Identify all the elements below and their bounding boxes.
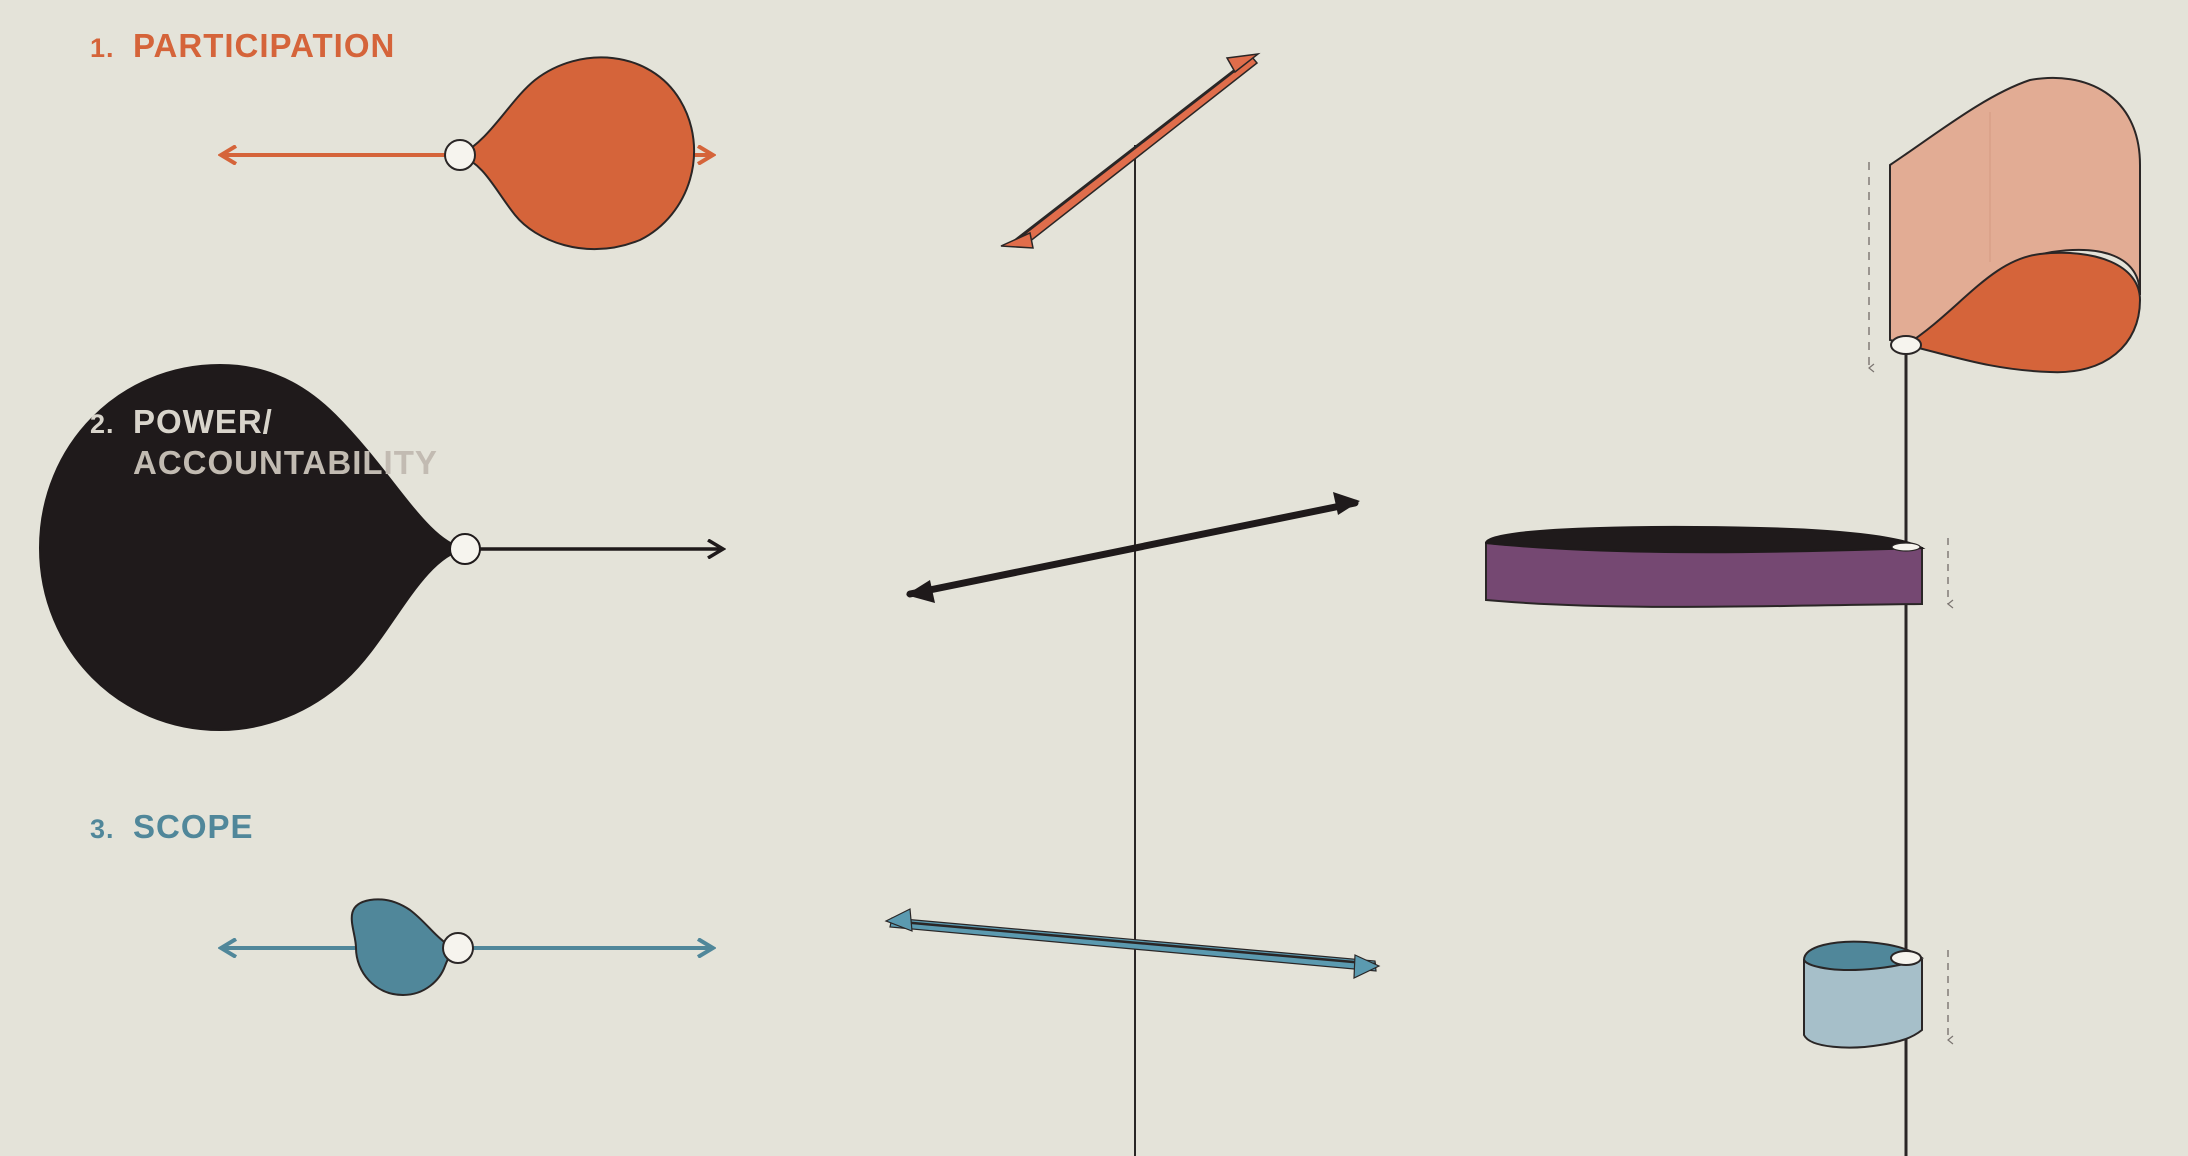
power-label: POWER/ (133, 403, 273, 440)
label-participation: 1. PARTICIPATION (90, 27, 395, 64)
participation-knob (444, 139, 476, 171)
power-cylinder-top (1484, 525, 1926, 554)
scope-knob (442, 932, 474, 964)
power-label-line2: ACCOUNTABILITY (133, 444, 438, 481)
participation-label: PARTICIPATION (133, 27, 395, 64)
power-number: 2. (90, 409, 115, 439)
scope-label: SCOPE (133, 808, 254, 845)
participation-rod (1000, 52, 1261, 249)
scope-number: 3. (90, 814, 115, 844)
label-power: 2. POWER/ ACCOUNTABILITY (90, 403, 438, 481)
power-cylinder (1484, 525, 1954, 609)
scope-symbol (222, 898, 712, 997)
participation-number: 1. (90, 33, 115, 63)
scope-rod (884, 908, 1381, 979)
power-symbol (38, 363, 722, 732)
power-rod (906, 492, 1360, 603)
participation-cylinder (1868, 76, 2142, 374)
power-teardrop (38, 363, 466, 732)
participation-cylinder-knob (1890, 335, 1922, 355)
participation-symbol (222, 56, 712, 251)
scope-teardrop (350, 898, 459, 997)
power-cylinder-knob (1891, 542, 1921, 552)
scope-cylinder-knob (1890, 950, 1922, 966)
scope-cylinder-body (1803, 959, 1923, 1049)
scope-cylinder (1802, 940, 1954, 1049)
participation-teardrop (457, 56, 695, 251)
power-knob (449, 533, 481, 565)
participation-cylinder-top (1903, 251, 2142, 374)
label-scope: 3. SCOPE (90, 808, 254, 845)
